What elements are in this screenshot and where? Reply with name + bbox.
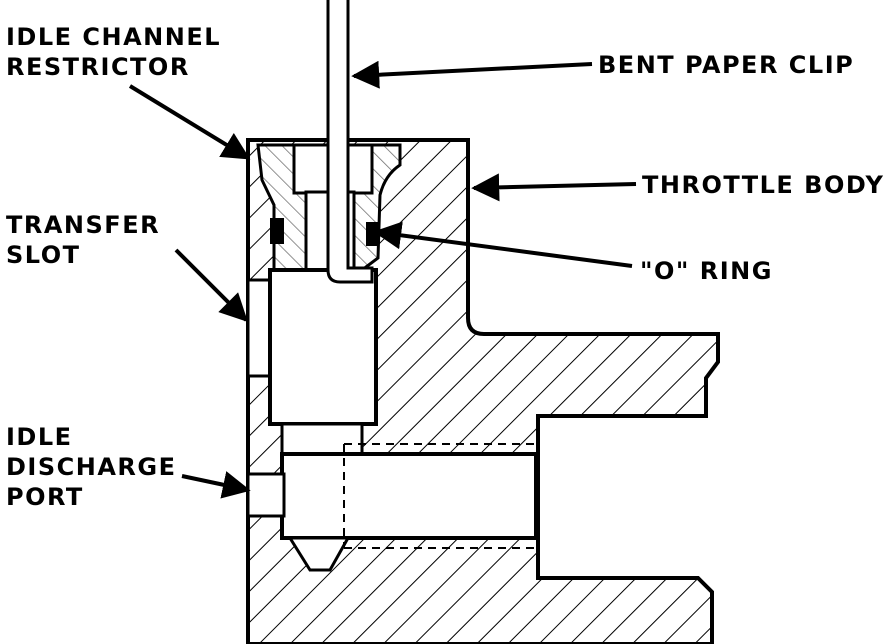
label-transfer-slot: TRANSFER SLOT (6, 211, 161, 269)
idle-discharge-port (246, 472, 286, 518)
label-throttle-body: THROTTLE BODY (642, 171, 885, 199)
arrow-transfer-slot (174, 248, 248, 322)
arrow-idle-discharge-port (181, 471, 251, 499)
label-bent-paper-clip: BENT PAPER CLIP (598, 51, 855, 79)
hidden-line (343, 443, 536, 549)
label-idle-channel-restrictor: IDLE CHANNEL RESTRICTOR (6, 23, 222, 81)
arrow-bent-paper-clip (351, 60, 593, 89)
idle-channel-bore (268, 268, 378, 426)
label-o-ring: "O" RING (640, 257, 773, 285)
label-idle-discharge-port: IDLE DISCHARGE PORT (6, 423, 177, 511)
drill-point (287, 536, 351, 572)
arrow-throttle-body (471, 173, 637, 202)
horizontal-passage (280, 452, 538, 540)
bent-paper-clip (326, 0, 374, 284)
channel-step (280, 422, 364, 456)
arrow-o-ring (373, 221, 633, 268)
o-ring-left (270, 218, 284, 244)
arrow-idle-channel-restrictor (128, 84, 251, 160)
